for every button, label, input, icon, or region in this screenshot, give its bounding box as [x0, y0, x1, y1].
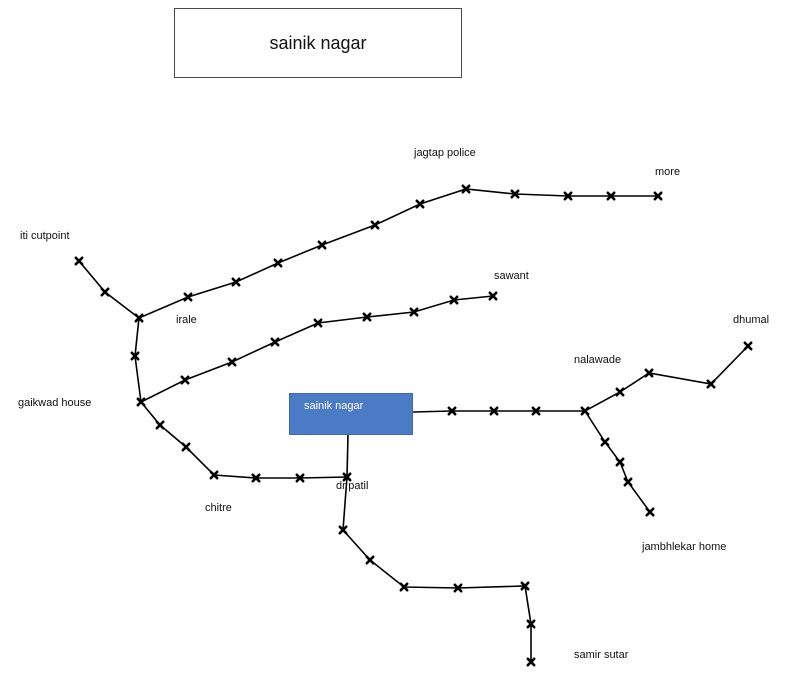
stop-marker-icon [415, 199, 425, 209]
stop-marker-icon [623, 477, 633, 487]
stop-marker-icon [706, 379, 716, 389]
stop-marker-icon [653, 191, 663, 201]
route-gaikwad-to-sawant [140, 295, 494, 403]
stop-marker-icon [489, 406, 499, 416]
stop-marker-icon [645, 507, 655, 517]
stop-marker-icon [615, 457, 625, 467]
stop-marker-icon [273, 258, 283, 268]
stop-marker-icon [461, 184, 471, 194]
stop-marker-icon [370, 220, 380, 230]
stop-marker-icon [615, 387, 625, 397]
label-sawant: sawant [494, 270, 529, 282]
label-jagtap-police: jagtap police [414, 147, 476, 159]
stop-marker-icon [488, 291, 498, 301]
stop-marker-icon [362, 312, 372, 322]
stop-marker-icon [520, 581, 530, 591]
route-lines [78, 188, 749, 662]
stop-marker-icon [134, 313, 144, 323]
stop-marker-icon [600, 437, 610, 447]
label-nalawade: nalawade [574, 354, 622, 366]
stop-marker-icon [227, 357, 237, 367]
stop-marker-icon [183, 292, 193, 302]
stop-marker-icon [409, 307, 419, 317]
stop-marker-icon [74, 256, 84, 266]
route-irale-to-more [138, 188, 658, 319]
stop-marker-icon [510, 189, 520, 199]
stop-marker-icon [449, 295, 459, 305]
stop-marker-icon [231, 277, 241, 287]
label-iti-cutpoint: iti cutpoint [20, 230, 70, 242]
label-more: more [655, 166, 681, 178]
stop-marker-icon [136, 397, 146, 407]
label-samir-sutar: samir sutar [574, 649, 629, 661]
stop-marker-icon [338, 525, 348, 535]
stop-marker-icon [313, 318, 323, 328]
stop-marker-icon [130, 351, 140, 361]
stop-marker-icon [181, 442, 191, 452]
stop-marker-icon [526, 619, 536, 629]
stop-marker-icon [580, 406, 590, 416]
stop-marker-icon [743, 341, 753, 351]
stop-marker-icon [563, 191, 573, 201]
label-dhumal: dhumal [733, 314, 770, 326]
label-irale: irale [176, 314, 197, 326]
stop-marker-icon [295, 473, 305, 483]
label-dr-patil: dr.patil [336, 480, 369, 492]
stop-marker-icon [365, 555, 375, 565]
stop-marker-icon [399, 582, 409, 592]
stop-marker-icon [526, 657, 536, 667]
route-iti-to-gaikwad [78, 260, 142, 403]
route-drpatil-to-samir [342, 476, 532, 662]
stop-marker-icon [209, 470, 219, 480]
stop-marker-icon [100, 287, 110, 297]
stop-marker-icon [270, 337, 280, 347]
hub-box-sainik-nagar: sainik nagar [289, 393, 413, 435]
stop-marker-icon [644, 368, 654, 378]
route-nalawade-to-jambhlekar [584, 410, 651, 513]
stop-marker-icon [251, 473, 261, 483]
stop-marker-icon [531, 406, 541, 416]
label-chitre: chitre [205, 502, 232, 514]
stop-marker-icon [317, 240, 327, 250]
diagram-title: sainik nagar [174, 8, 462, 78]
stop-marker-icon [180, 375, 190, 385]
label-gaikwad-house: gaikwad house [18, 397, 92, 409]
stop-marker-icon [342, 472, 352, 482]
stop-markers [74, 184, 753, 667]
stop-marker-icon [447, 406, 457, 416]
stop-marker-icon [453, 583, 463, 593]
hub-label: sainik nagar [304, 400, 364, 412]
label-jambhlekar-home: jambhlekar home [642, 541, 727, 553]
stop-marker-icon [606, 191, 616, 201]
stop-marker-icon [155, 420, 165, 430]
